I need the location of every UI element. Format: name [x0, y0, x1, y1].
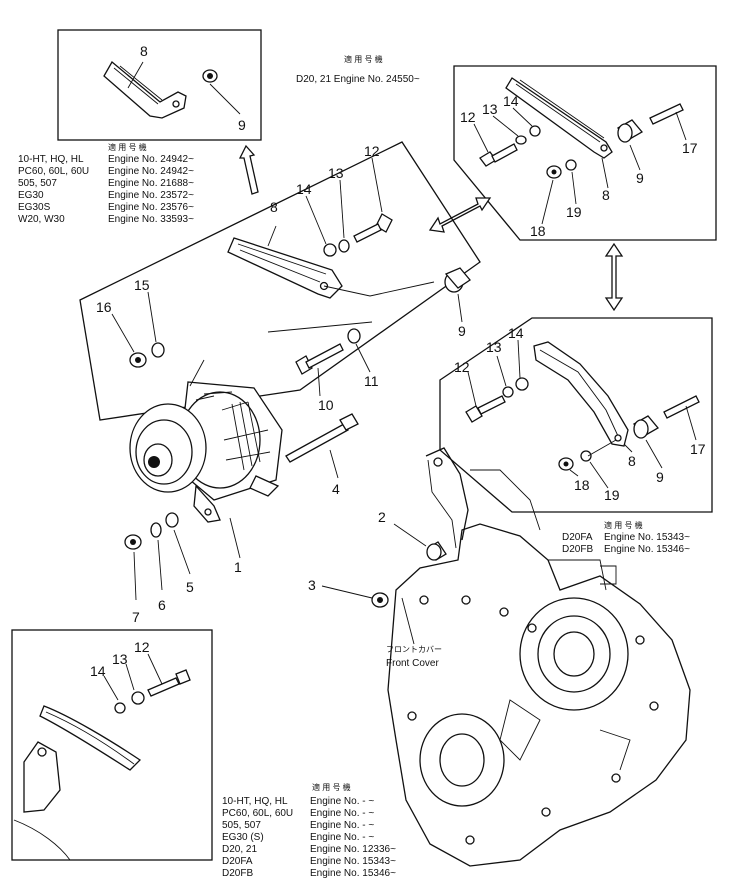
serial: Engine No. 15346~	[604, 544, 690, 555]
front-cover-label-jp: フロントカバー	[386, 645, 442, 654]
inset-top-right: 適 用 号 機 D20, 21 Engine No. 24550~ 12 13	[296, 54, 717, 241]
model: D20FA	[562, 532, 593, 543]
serial: Engine No. 24942~	[108, 154, 194, 165]
callout-14: 14	[296, 181, 312, 197]
callout-9: 9	[238, 117, 246, 133]
applicable-label: 適 用 号 機	[344, 54, 383, 64]
callout-13: 13	[112, 651, 128, 667]
callout-9: 9	[636, 170, 644, 186]
callout-14: 14	[503, 93, 519, 109]
arrow-up-icon	[238, 144, 259, 195]
applicable-label: 適 用 号 機	[312, 782, 351, 792]
serial: Engine No. - ~	[310, 796, 374, 807]
callout-17: 17	[682, 140, 698, 156]
callout-11: 11	[364, 373, 379, 389]
callout-8: 8	[140, 43, 148, 59]
model: D20FB	[222, 868, 253, 878]
callout-12: 12	[134, 639, 150, 655]
serial: Engine No. 21688~	[108, 178, 194, 189]
callout-9: 9	[458, 323, 466, 339]
model: 10-HT, HQ, HL	[18, 154, 84, 165]
callout-5: 5	[186, 579, 194, 595]
alternator: 1	[129, 359, 283, 575]
callout-9: 9	[656, 469, 664, 485]
serial: Engine No. 23572~	[108, 190, 194, 201]
engine-front-cover: フロントカバー Front Cover	[386, 447, 691, 867]
callout-6: 6	[158, 597, 166, 613]
inset-top-left: 8 9	[57, 29, 262, 141]
callout-3: 3	[308, 577, 316, 593]
serial: Engine No. 23576~	[108, 202, 194, 213]
callout-12: 12	[460, 109, 476, 125]
callout-10: 10	[318, 397, 334, 413]
callout-8: 8	[628, 453, 636, 469]
serial: Engine No. 15346~	[310, 868, 396, 878]
callout-13: 13	[482, 101, 498, 117]
serial: D20, 21 Engine No. 24550~	[296, 74, 420, 85]
fasteners-front: 7 6 5	[124, 512, 194, 625]
model: PC60, 60L, 60U	[18, 166, 89, 177]
model: EG30S	[18, 202, 51, 213]
serial: Engine No. - ~	[310, 832, 374, 843]
callout-7: 7	[132, 609, 140, 625]
main-bracket-panel: 8 12 13 14 9 10 11 16 15	[79, 141, 481, 421]
callout-19: 19	[604, 487, 620, 503]
serial-table-bottom: 適 用 号 機 10-HT, HQ, HL Engine No. - ~ PC6…	[222, 782, 396, 878]
callout-1: 1	[234, 559, 242, 575]
serial: Engine No. 15343~	[604, 532, 690, 543]
model: D20FA	[222, 856, 253, 867]
serial: Engine No. 24942~	[108, 166, 194, 177]
callout-4: 4	[332, 481, 340, 497]
model: EG30 (S)	[222, 832, 264, 843]
callout-13: 13	[328, 165, 344, 181]
model: W20, W30	[18, 214, 65, 225]
serial-table-left: 適 用 号 機 10-HT, HQ, HL Engine No. 24942~ …	[18, 142, 194, 225]
model: EG30	[18, 190, 44, 201]
serial: Engine No. - ~	[310, 808, 374, 819]
callout-8: 8	[602, 187, 610, 203]
model: 10-HT, HQ, HL	[222, 796, 288, 807]
callout-16: 16	[96, 299, 112, 315]
inset-bottom-left: 14 13 12	[11, 629, 213, 861]
model: 505, 507	[18, 178, 57, 189]
callout-18: 18	[574, 477, 590, 493]
callout-14: 14	[90, 663, 106, 679]
callout-15: 15	[134, 277, 150, 293]
applicable-label: 適 用 号 機	[108, 142, 147, 152]
callout-19: 19	[566, 204, 582, 220]
bolt-long: 4	[285, 413, 359, 497]
serial-table-d20fa: 適 用 号 機 D20FA Engine No. 15343~ D20FB En…	[562, 520, 690, 555]
double-arrow-vertical-icon	[604, 242, 624, 312]
serial: Engine No. 15343~	[310, 856, 396, 867]
serial: Engine No. - ~	[310, 820, 374, 831]
double-arrow-icon	[428, 197, 492, 233]
applicable-label: 適 用 号 機	[604, 520, 643, 530]
callout-12: 12	[454, 359, 470, 375]
callout-8: 8	[270, 199, 278, 215]
model: 505, 507	[222, 820, 261, 831]
callout-18: 18	[530, 223, 546, 239]
callout-12: 12	[364, 143, 380, 159]
callout-14: 14	[508, 325, 524, 341]
callout-17: 17	[690, 441, 706, 457]
serial: Engine No. 33593~	[108, 214, 194, 225]
callout-13: 13	[486, 339, 502, 355]
model: D20, 21	[222, 844, 257, 855]
inset-right-middle: 12 13 14 17 9 8 19 18	[439, 317, 713, 513]
callout-2: 2	[378, 509, 386, 525]
front-cover-label: Front Cover	[386, 658, 439, 669]
fasteners-cover: 2 3	[308, 509, 447, 608]
model: D20FB	[562, 544, 593, 555]
model: PC60, 60L, 60U	[222, 808, 293, 819]
serial: Engine No. 12336~	[310, 844, 396, 855]
